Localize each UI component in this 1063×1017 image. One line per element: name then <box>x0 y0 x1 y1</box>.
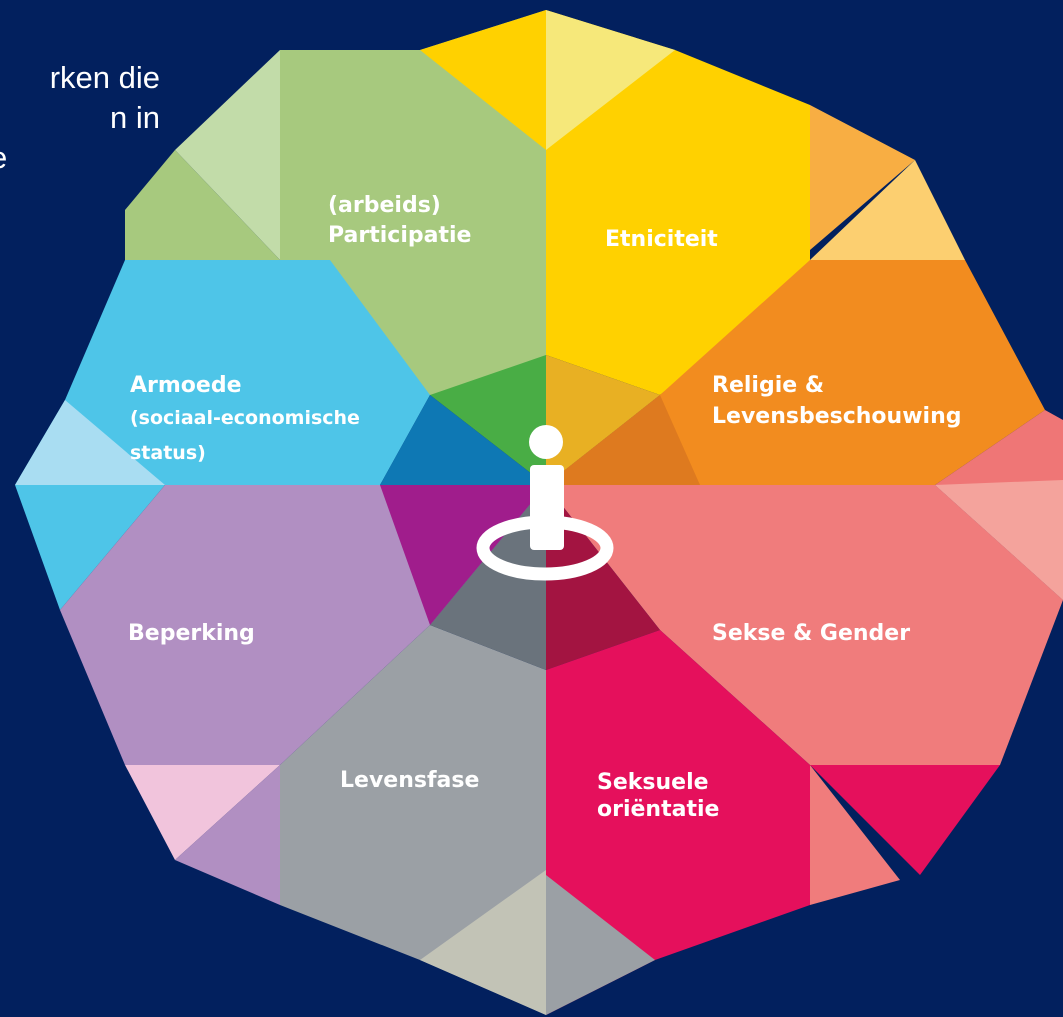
label-religie: Religie & Levensbeschouwing <box>712 373 961 429</box>
seg-beperking-lower <box>175 765 280 905</box>
seg-participatie-inner <box>430 355 546 485</box>
seg-religie-inner <box>546 395 700 485</box>
label-sekse-gender-line-1: Sekse & Gender <box>712 621 910 646</box>
seg-seksuele-tri <box>810 765 900 905</box>
label-seksuele-orientatie: Seksuele oriëntatie <box>597 770 719 822</box>
label-armoede: Armoede (sociaal-economische status) <box>130 373 367 464</box>
intro-line-2: n in <box>110 100 160 135</box>
label-levensfase-line-1: Levensfase <box>340 768 479 793</box>
outer-ring <box>15 10 1063 1015</box>
segment-labels: (arbeids) Participatie Etniciteit Religi… <box>128 193 961 822</box>
seg-beperking-inner <box>380 485 546 625</box>
seg-armoede-main <box>15 260 430 485</box>
intro-line-3: e <box>0 138 160 178</box>
label-etniciteit-line-1: Etniciteit <box>605 227 718 252</box>
person-standing-in-circle-icon <box>476 425 614 581</box>
label-armoede-line-3: status) <box>130 442 206 464</box>
seg-seksuele-main <box>546 630 810 1015</box>
seg-etniciteit-main <box>546 10 810 395</box>
seg-etniciteit-orange <box>810 105 915 250</box>
label-beperking-line-1: Beperking <box>128 621 255 646</box>
intro-text: rken die n in e <box>0 58 160 178</box>
intro-line-1: rken die <box>49 60 160 95</box>
label-sekse-gender: Sekse & Gender <box>712 621 910 646</box>
seg-armoede-lower <box>15 485 165 610</box>
label-levensfase: Levensfase <box>340 768 479 793</box>
label-seksuele-line-2: oriëntatie <box>597 797 719 822</box>
label-beperking: Beperking <box>128 621 255 646</box>
label-religie-line-1: Religie & <box>712 373 824 398</box>
label-etniciteit: Etniciteit <box>605 227 718 252</box>
label-participatie-line-1: (arbeids) <box>328 193 441 218</box>
seg-armoede-pale <box>15 400 165 485</box>
seg-seksuele-right <box>810 765 1000 875</box>
label-armoede-line-2: (sociaal-economische <box>130 407 360 429</box>
seg-levensfase-pale <box>420 870 546 1015</box>
label-seksuele-line-1: Seksuele <box>597 770 709 795</box>
label-armoede-line-1: Armoede <box>130 373 242 398</box>
seg-armoede-inner <box>380 395 546 485</box>
seg-participatie-yellow-tip <box>420 10 546 150</box>
seg-etniciteit-pale-right <box>810 160 965 260</box>
seg-beperking-pale <box>125 765 280 860</box>
seg-sekse-pale <box>935 480 1063 600</box>
seg-etniciteit-inner <box>546 355 660 485</box>
seg-participatie-pale <box>175 50 280 260</box>
label-participatie: (arbeids) Participatie <box>328 193 471 248</box>
seg-etniciteit-pale-tip <box>546 10 675 150</box>
label-religie-line-2: Levensbeschouwing <box>712 404 961 429</box>
seg-seksuele-bottom-grey <box>546 875 655 1015</box>
seg-participatie-left <box>125 150 280 260</box>
seg-sekse-main <box>546 485 1063 765</box>
label-participatie-line-2: Participatie <box>328 223 471 248</box>
